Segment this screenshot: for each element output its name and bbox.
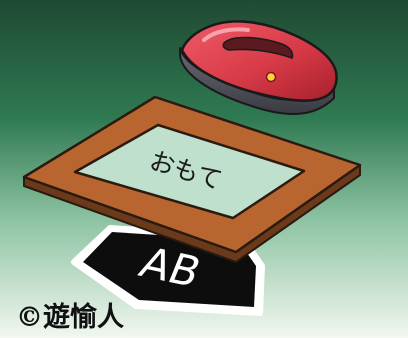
frame-icon: おもて [22, 95, 362, 263]
iron-lamp [265, 71, 277, 83]
iron-icon [179, 20, 338, 115]
frame-window [73, 123, 306, 220]
copyright-text: ©遊愉人 [16, 301, 124, 333]
